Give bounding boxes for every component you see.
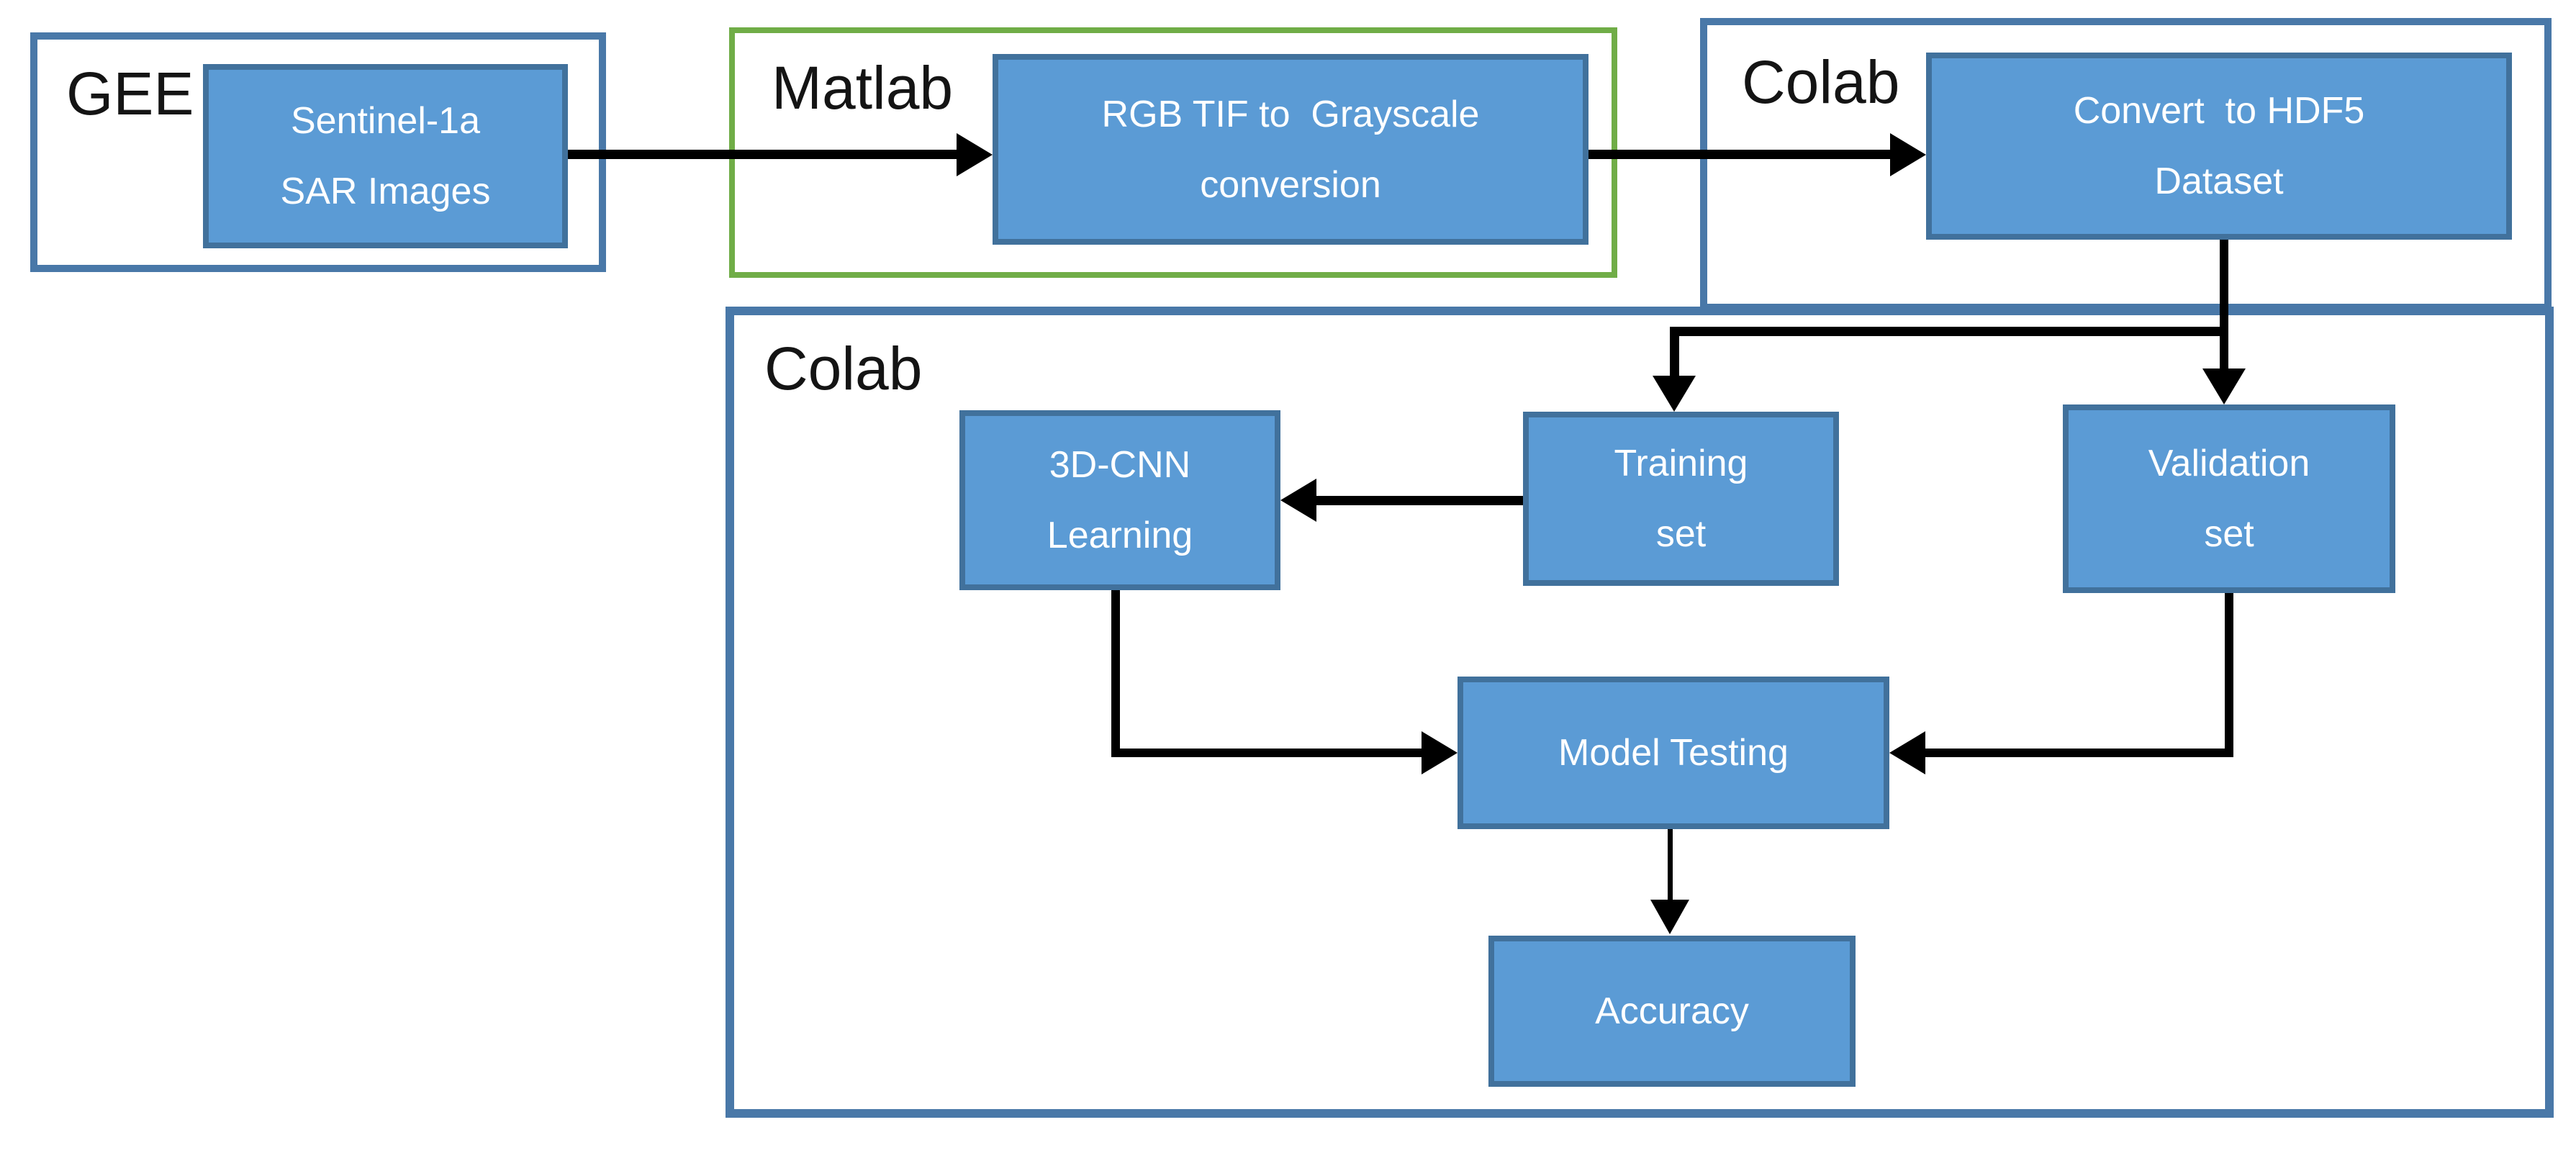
- cnn-learning-line1: 3D-CNN: [1049, 444, 1191, 486]
- validation-set-line1: Validation: [2148, 443, 2310, 484]
- matlab-label: Matlab: [772, 54, 954, 122]
- colab-main-label: Colab: [764, 335, 923, 402]
- training-set-node: Training set: [1523, 412, 1839, 586]
- arrow-cnn-to-model-vertical: [1111, 590, 1120, 757]
- sentinel-sar-images-line2: SAR Images: [280, 171, 491, 212]
- arrow-sentinel-to-rgb-shaft: [568, 150, 958, 159]
- arrow-to-training-head: [1653, 376, 1696, 412]
- arrow-training-to-cnn-shaft: [1316, 496, 1523, 505]
- accuracy-node: Accuracy: [1488, 936, 1856, 1087]
- rgb-to-grayscale-line1: RGB TIF to Grayscale: [1101, 93, 1480, 135]
- cnn-learning-node: 3D-CNN Learning: [959, 410, 1280, 590]
- training-set-line1: Training: [1614, 443, 1748, 484]
- cnn-learning-line2: Learning: [1047, 515, 1193, 556]
- training-set-line2: set: [1655, 513, 1707, 555]
- convert-to-hdf5-line2: Dataset: [2154, 160, 2284, 202]
- arrow-sentinel-to-rgb-head: [957, 133, 993, 176]
- model-testing-label: Model Testing: [1558, 732, 1789, 774]
- arrow-branch-horizontal: [1670, 327, 2228, 336]
- arrow-branch-to-training-stub: [1670, 327, 1679, 377]
- arrow-hdf5-drop-vertical: [2220, 240, 2228, 370]
- rgb-to-grayscale-node: RGB TIF to Grayscale conversion: [993, 54, 1588, 245]
- arrow-validation-to-model-vertical: [2225, 593, 2233, 757]
- arrow-model-to-accuracy-head: [1650, 900, 1689, 934]
- arrow-cnn-to-model-head: [1422, 731, 1458, 774]
- sentinel-sar-images-node: Sentinel-1a SAR Images: [203, 64, 568, 248]
- arrow-model-to-accuracy-vertical: [1668, 829, 1673, 901]
- gee-label: GEE: [66, 60, 194, 127]
- colab-main-container: [726, 307, 2554, 1118]
- arrow-rgb-to-hdf5-shaft: [1588, 150, 1892, 159]
- accuracy-label: Accuracy: [1595, 990, 1749, 1032]
- convert-to-hdf5-node: Convert to HDF5 Dataset: [1926, 53, 2512, 240]
- rgb-to-grayscale-line2: conversion: [1200, 163, 1381, 206]
- sentinel-sar-images-line1: Sentinel-1a: [290, 100, 481, 142]
- colab-top-label: Colab: [1742, 48, 1900, 116]
- arrow-training-to-cnn-head: [1280, 479, 1316, 522]
- validation-set-line2: set: [2204, 513, 2254, 555]
- convert-to-hdf5-line1: Convert to HDF5: [2073, 90, 2365, 132]
- arrow-validation-to-model-head: [1889, 731, 1925, 774]
- validation-set-node: Validation set: [2063, 404, 2395, 593]
- arrow-cnn-to-model-horizontal: [1111, 749, 1422, 757]
- arrow-to-validation-head: [2202, 368, 2246, 404]
- model-testing-node: Model Testing: [1458, 677, 1889, 829]
- arrow-validation-to-model-horizontal: [1925, 749, 2233, 757]
- arrow-rgb-to-hdf5-head: [1890, 133, 1926, 176]
